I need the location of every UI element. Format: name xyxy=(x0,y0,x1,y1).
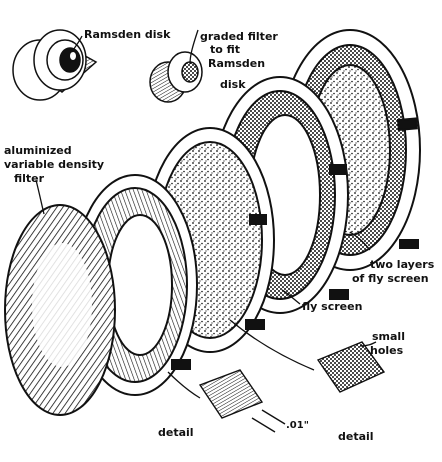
label-aluminized-1: aluminized xyxy=(4,144,72,157)
label-small-holes-1: small xyxy=(372,330,405,343)
label-detail-left: detail xyxy=(158,426,194,439)
ramsden-disk-icon xyxy=(12,29,98,101)
label-two-layers-2: of fly screen xyxy=(352,272,429,285)
label-small-holes-2: holes xyxy=(370,344,404,357)
label-aluminized-2: variable density xyxy=(4,158,104,171)
detail-line-screen xyxy=(198,369,286,433)
label-dimension: .01" xyxy=(286,420,309,431)
detail-holes-screen xyxy=(316,341,386,393)
label-graded-filter-4: disk xyxy=(220,78,246,91)
label-ramsden-disk: Ramsden disk xyxy=(84,28,171,41)
label-two-layers-1: two layers xyxy=(370,258,435,271)
label-fly-screen: fly screen xyxy=(302,300,362,313)
leader-lines xyxy=(35,29,377,399)
label-graded-filter-1: graded filter xyxy=(200,30,278,43)
aluminized-filter-plate xyxy=(4,204,116,416)
graded-filter-icon xyxy=(149,51,203,103)
label-graded-filter-2: to fit xyxy=(210,43,240,56)
label-detail-right: detail xyxy=(338,430,374,443)
label-aluminized-3: filter xyxy=(14,172,45,185)
label-graded-filter-3: Ramsden xyxy=(208,57,265,70)
